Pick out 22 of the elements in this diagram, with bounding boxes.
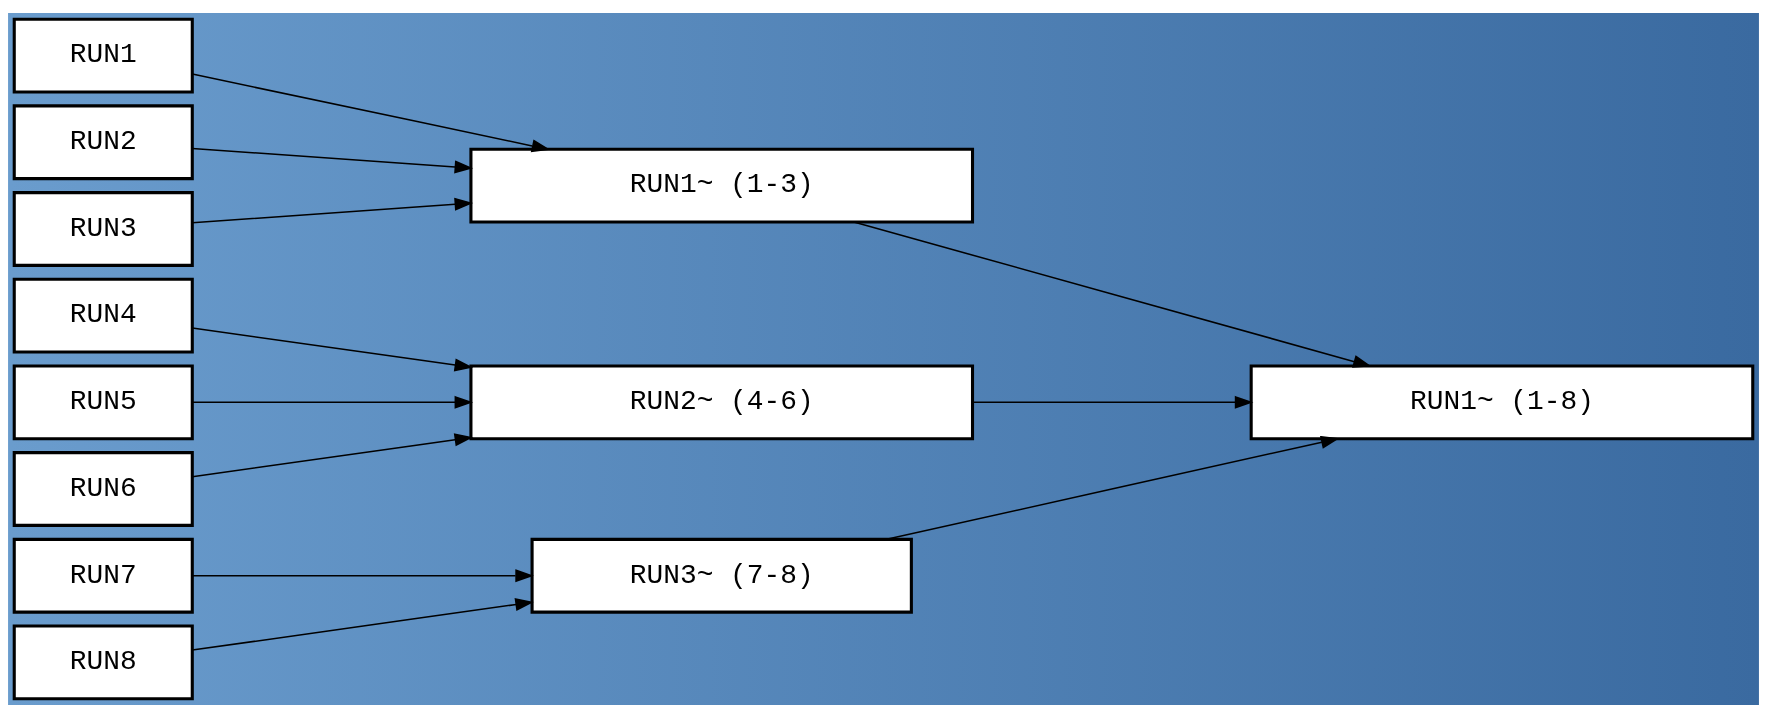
node-box: RUN8 (12, 624, 194, 700)
node-box: RUN2~ (4-6) (469, 363, 975, 440)
arrow (972, 395, 1254, 409)
node-box: RUN6 (12, 450, 194, 527)
node-box: RUN1~ (1-8) (1249, 363, 1755, 440)
arrow (191, 147, 474, 173)
arrow (191, 597, 534, 651)
arrow (191, 197, 474, 224)
node-box: RUN4 (12, 277, 194, 354)
arrow (191, 395, 474, 409)
node-box: RUN2 (12, 103, 194, 180)
node-box: RUN3 (12, 190, 194, 267)
node-box: RUN5 (12, 363, 194, 440)
arrow (853, 220, 1372, 368)
node-box: RUN1 (12, 17, 194, 93)
arrow (191, 72, 551, 152)
node-box: RUN3~ (7-8) (530, 537, 913, 614)
node-box: RUN7 (12, 537, 194, 614)
node-box: RUN1~ (1-3) (469, 147, 975, 224)
arrow (191, 432, 474, 477)
arrow (191, 326, 474, 371)
arrow (191, 568, 534, 582)
